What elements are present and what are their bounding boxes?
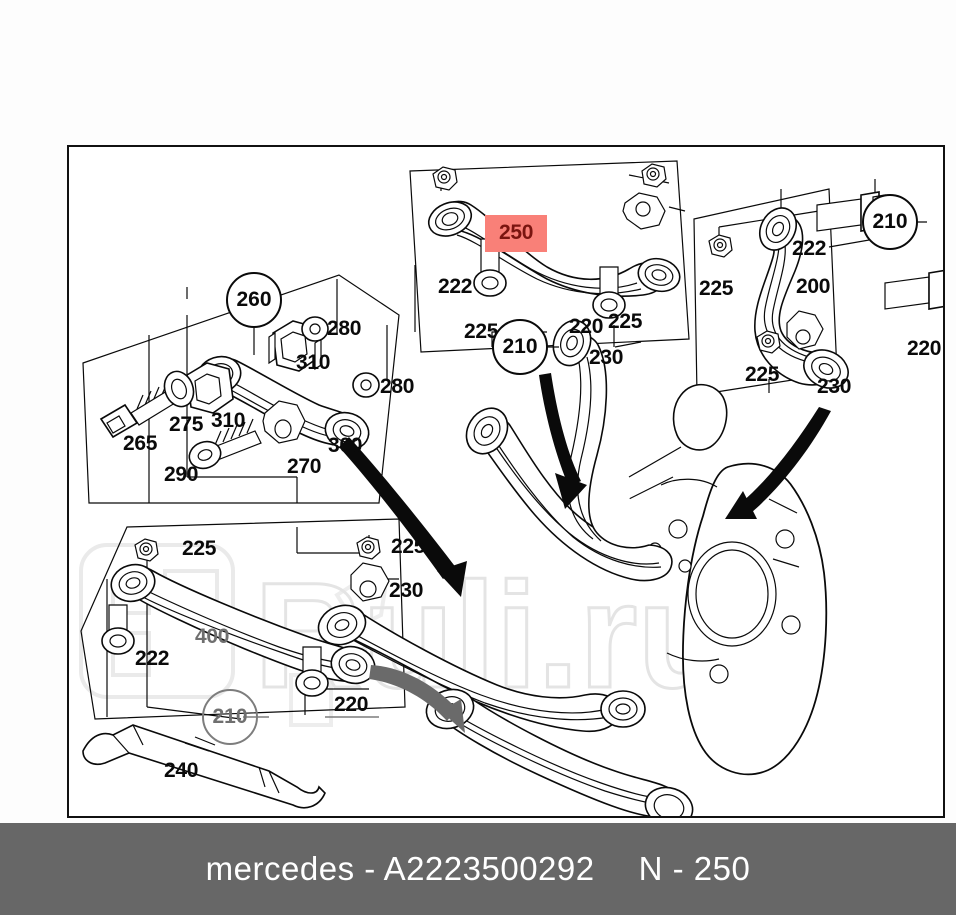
bubble-210-top-center[interactable]: 210: [492, 319, 548, 375]
footer-brand-part: mercedes - A2223500292: [205, 850, 595, 887]
label-280-left-bot: 280: [380, 375, 415, 398]
footer-group-code: N - 250: [638, 850, 751, 887]
diagram-frame: Ruli.ru .ln { fill:none; stroke:#0a0a0a;…: [67, 145, 945, 818]
assembly-arrow-bottom-left: [369, 665, 465, 733]
bubble-210-bottom-left[interactable]: 210: [202, 689, 258, 745]
part-222-bolt-bl: [101, 604, 135, 655]
label-200-tr: 200: [796, 275, 831, 298]
label-250-highlighted[interactable]: 250: [485, 215, 548, 252]
part-240-bracket: [82, 724, 326, 809]
assembly-arrow-top-center: [539, 373, 587, 509]
bubble-260[interactable]: 260: [226, 272, 282, 328]
part-225-nut-bl-left: [134, 538, 159, 562]
part-225-nut-tc-left: [432, 166, 458, 191]
assembly-arrow-top-right: [725, 407, 831, 519]
part-225-nut-tr-top: [708, 234, 733, 258]
label-310-left-top: 310: [296, 351, 331, 374]
part-230-washer-bl: [350, 562, 390, 602]
part-225-nut-tc-right: [641, 163, 667, 188]
part-290-bolt: [188, 418, 262, 470]
part-280-washer-lower: [352, 372, 380, 398]
label-225-bl-right: 225: [391, 535, 426, 558]
label-222-tr: 222: [792, 237, 827, 260]
part-270-washer: [262, 400, 306, 444]
label-300: 300: [328, 434, 363, 457]
part-225-nut-bl-right: [356, 536, 381, 560]
label-290: 290: [164, 463, 199, 486]
installed-camber-arm: [465, 407, 673, 582]
label-layer: 225 225 230 250 222 220 225 222 200 225 …: [69, 147, 943, 816]
label-265: 265: [123, 432, 158, 455]
part-310-bushing-upper: [268, 320, 322, 372]
label-225-tr-top: 225: [699, 277, 734, 300]
label-310-left-bot: 310: [211, 409, 246, 432]
label-270: 270: [287, 455, 322, 478]
label-225-bl-left: 225: [182, 537, 217, 560]
label-220-bl: 220: [334, 693, 369, 716]
hub-assembly: [628, 383, 828, 776]
label-240: 240: [164, 759, 199, 782]
label-400: 400: [195, 625, 230, 648]
part-220-bolt-bl: [295, 646, 329, 697]
bubble-210-top-right[interactable]: 210: [862, 194, 918, 250]
label-222-tc: 222: [438, 275, 473, 298]
label-230-tc: 230: [589, 346, 624, 369]
label-230-bl: 230: [389, 579, 424, 602]
part-310-bushing-lower: [186, 362, 234, 414]
label-222-bl: 222: [135, 647, 170, 670]
label-220-tr: 220: [907, 337, 942, 360]
part-225-nut-tr-bottom: [756, 330, 781, 354]
label-275: 275: [169, 413, 204, 436]
part-230-washer-tc: [622, 192, 666, 230]
part-220-bolt-tr: [884, 269, 943, 310]
technical-drawing: .ln { fill:none; stroke:#0a0a0a; stroke-…: [80, 160, 943, 816]
part-275-washer: [163, 370, 195, 408]
label-225-tc-left: 225: [464, 320, 499, 343]
hub-bushings: [600, 690, 646, 728]
label-225-tr-bottom: 225: [745, 363, 780, 386]
part-220-bolt-tc: [592, 266, 626, 319]
installed-thrust-arm: [552, 319, 650, 549]
label-230-tr: 230: [817, 375, 852, 398]
assembly-arrow-left: [339, 437, 467, 597]
footer-bar: mercedes - A2223500292 N - 250: [0, 823, 956, 915]
label-220-tc: 220: [569, 315, 604, 338]
label-225-tc-right: 225: [608, 310, 643, 333]
label-280-left-top: 280: [327, 317, 362, 340]
part-265-bolt: [99, 382, 176, 439]
part-280-washer-upper: [301, 316, 329, 342]
part-230-washer-tr: [786, 310, 824, 350]
